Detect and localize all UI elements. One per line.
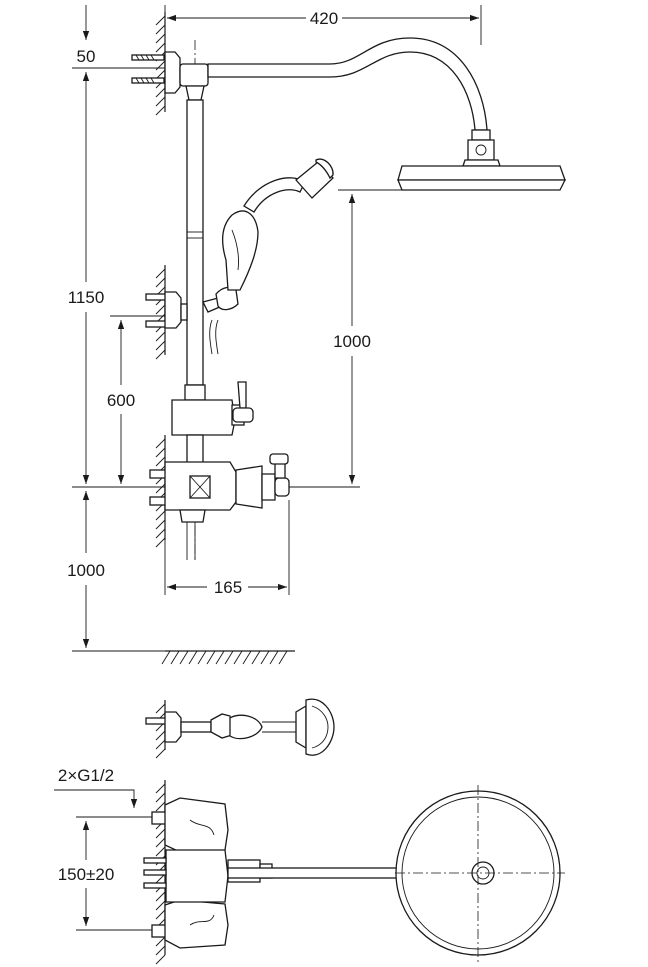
hatch-line [155,483,166,494]
hatch-line [155,739,166,750]
hatch-line [161,650,171,665]
hatch-line [155,891,166,902]
dim-head-height: 1000 [333,332,371,351]
hatch-line [155,748,166,759]
hatch-line [155,510,166,521]
hatch-line [155,438,166,449]
hatch-line [251,650,261,665]
hand-shower-plan-view [145,698,335,756]
hatch-line [188,650,198,665]
hatch-line [155,33,166,44]
hatch-line [155,456,166,467]
hatch-line [155,703,166,714]
dim-top-offset: 50 [77,47,96,66]
plan-view [143,785,565,962]
hatch-line [155,828,166,839]
hatch-line [155,519,166,530]
hatch-line [155,105,166,116]
overhead-arm [207,37,488,131]
hatch-line [260,650,270,665]
hatch-line [233,650,243,665]
hatch-line [155,801,166,812]
hatch-line [155,24,166,35]
top-wall-bracket [164,51,181,94]
hatch-line [155,837,166,848]
hatch-line [155,900,166,911]
dimension-labels: 420 50 1150 600 1000 1000 165 2×G1/2 150… [58,9,371,884]
hatch-line [155,349,166,360]
hatch-line [155,909,166,920]
dim-valve-depth: 165 [214,578,242,597]
hatch-line [155,846,166,857]
hatch-line [197,650,207,665]
hatch-line [155,792,166,803]
hatch-line [224,650,234,665]
dim-bracket-height: 600 [107,391,135,410]
hatch-line [155,537,166,548]
dimension-lines [54,5,560,931]
hatch-line [155,60,166,71]
dim-head-reach: 420 [310,9,338,28]
diverter-assembly [171,381,254,464]
hatch-line [269,650,279,665]
hatch-line [278,650,288,665]
middle-wall-bracket [164,291,182,329]
hatch-line [155,783,166,794]
hatch-line [155,331,166,342]
riser-rail [186,99,204,386]
hatch-line [179,650,189,665]
hatch-line [155,528,166,539]
hatch-line [155,340,166,351]
hatch-line [215,650,225,665]
top-wall-screws [131,54,165,84]
dim-inlet-spacing: 150±20 [58,865,115,884]
hatch-line [155,730,166,741]
dim-riser-height: 1150 [68,288,105,307]
hatch-line [155,447,166,458]
hatch-line [155,96,166,107]
hand-shower [202,158,334,355]
hatch-line [155,268,166,279]
hatch-line [155,945,166,956]
dim-floor-height: 1000 [67,561,105,580]
hatch-line [155,954,166,965]
hatch-line [242,650,252,665]
hatch-line [155,15,166,26]
hatch-line [155,87,166,98]
shower-head-profile [397,159,567,191]
hatch-line [155,277,166,288]
dim-thread: 2×G1/2 [58,766,114,785]
hatch-line [206,650,216,665]
thermostatic-valve [149,453,290,560]
hatch-line [170,650,180,665]
hatch-line [155,304,166,315]
shower-front-elevation [131,37,567,560]
hatch-line [155,936,166,947]
hatch-line [155,42,166,53]
